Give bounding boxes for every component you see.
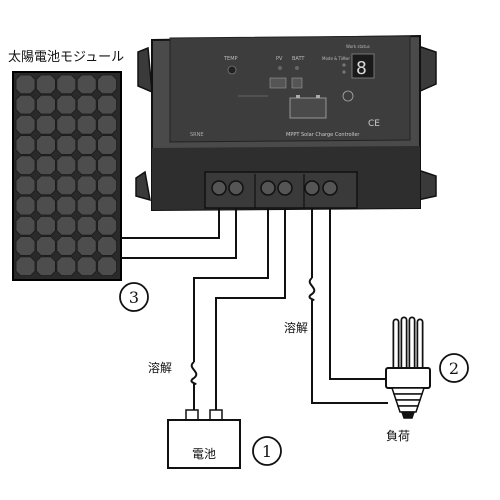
fuse-battery-icon <box>190 361 198 385</box>
solar-cell <box>76 74 97 95</box>
solar-cell <box>76 135 97 155</box>
solar-cell <box>36 94 56 115</box>
solar-cell <box>15 94 36 115</box>
wire-load-1b <box>311 300 388 404</box>
solar-cell <box>76 94 97 115</box>
solar-cell <box>76 256 97 277</box>
solar-cell <box>56 256 77 277</box>
solar-cell <box>15 175 36 196</box>
solar-cell <box>97 256 117 277</box>
solar-cell <box>97 236 117 256</box>
display-digit: 8 <box>356 58 367 79</box>
battery-terminal-neg <box>209 409 223 421</box>
solar-cell <box>56 115 77 135</box>
controller-title: MPPT Solar Charge Controller <box>286 132 360 138</box>
fuses <box>190 277 316 385</box>
solar-cells <box>15 74 117 277</box>
solar-cell <box>56 215 77 236</box>
charge-controller: TEMP PV BATT Mode & Timer Work status 8 … <box>135 34 437 212</box>
solar-cell <box>56 175 77 196</box>
solar-cell <box>97 115 117 135</box>
fuse-battery-label: 溶解 <box>148 360 172 375</box>
solar-cell <box>76 195 97 216</box>
load-lamp <box>385 316 431 419</box>
solar-cell <box>56 74 77 95</box>
solar-cell <box>97 155 117 176</box>
callout-1-text: 1 <box>262 442 272 461</box>
solar-panel <box>12 71 122 281</box>
pv-panel-icon <box>269 77 287 89</box>
solar-cell <box>15 74 36 95</box>
load-bulb-icon <box>342 90 354 102</box>
solar-cell <box>97 215 117 236</box>
wire-pv-minus <box>121 208 237 259</box>
load-label: 負荷 <box>386 429 410 443</box>
solar-cell <box>15 135 36 155</box>
solar-cell <box>56 236 77 256</box>
callout-battery: 1 <box>252 436 282 466</box>
solar-cell <box>15 115 36 135</box>
solar-cell <box>36 155 56 176</box>
solar-cell <box>36 135 56 155</box>
solar-cell <box>76 215 97 236</box>
wire-load-2 <box>329 208 388 380</box>
pv-label: PV <box>276 56 283 62</box>
solar-cell <box>76 155 97 176</box>
battery-body <box>167 419 241 469</box>
solar-cell <box>15 195 36 216</box>
solar-cell <box>36 215 56 236</box>
status-label: Work status <box>346 44 370 49</box>
solar-cell <box>36 115 56 135</box>
solar-cell <box>36 74 56 95</box>
solar-cell <box>97 175 117 196</box>
solar-cell <box>15 155 36 176</box>
mode-label: Mode & Timer <box>322 56 350 61</box>
temp-label: TEMP <box>223 56 238 62</box>
battery-terminal-pos <box>185 409 199 421</box>
terminals <box>211 180 338 196</box>
callout-2-text: 2 <box>449 359 459 378</box>
wire-batt-1 <box>193 208 269 362</box>
solar-cell <box>15 215 36 236</box>
solar-cell <box>56 155 77 176</box>
solar-cell <box>36 236 56 256</box>
solar-cell <box>56 94 77 115</box>
battery-label: 電池 <box>192 447 216 461</box>
battery-icon-small <box>291 77 303 89</box>
solar-cell <box>36 195 56 216</box>
temp-sensor-icon <box>227 65 237 75</box>
solar-cell <box>97 94 117 115</box>
solar-cell <box>97 74 117 95</box>
wire-pv-plus <box>121 208 220 239</box>
brand-label: SRNE <box>190 132 204 138</box>
batt-label: BATT <box>292 56 305 62</box>
wires <box>121 208 388 416</box>
solar-cell <box>36 256 56 277</box>
wire-batt-2 <box>215 208 286 416</box>
battery-graphic-icon <box>289 97 327 119</box>
solar-cell <box>56 195 77 216</box>
fuse-load-label: 溶解 <box>284 320 308 335</box>
fuse-load-icon <box>308 277 316 301</box>
solar-cell <box>76 175 97 196</box>
mount-flange-left <box>137 46 153 94</box>
solar-cell <box>56 135 77 155</box>
solar-cell <box>76 115 97 135</box>
digit-display <box>351 53 375 79</box>
solar-cell <box>97 135 117 155</box>
solar-cell <box>36 175 56 196</box>
solar-cell <box>97 195 117 216</box>
solar-cell <box>15 236 36 256</box>
callout-3-text: 3 <box>129 288 139 307</box>
battery <box>167 409 241 469</box>
solar-module-label: 太陽電池モジュール <box>8 50 124 65</box>
ce-mark: CE <box>368 119 380 129</box>
solar-cell <box>15 256 36 277</box>
solar-cell <box>76 236 97 256</box>
callout-load: 2 <box>439 353 469 383</box>
callout-solar: 3 <box>119 282 149 312</box>
